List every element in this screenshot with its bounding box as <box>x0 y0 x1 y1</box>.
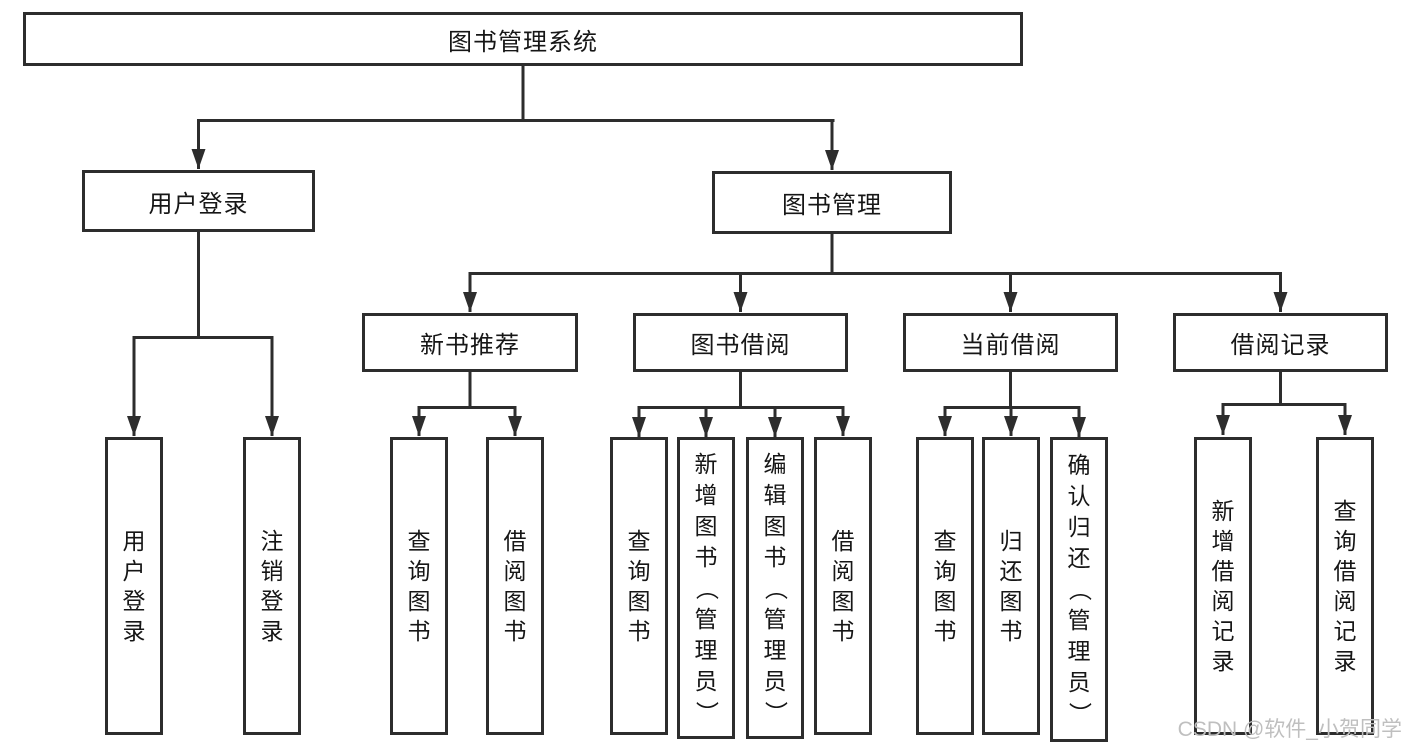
leaf-user-login: 用户登录 <box>105 437 163 735</box>
node-current-borrowing: 当前借阅 <box>903 313 1118 372</box>
leaf-query-borrow-record-label: 查询借阅记录 <box>1333 498 1357 674</box>
leaf-confirm-return-admin-label: 确认归还（管理员） <box>1066 452 1093 725</box>
leaf-return-books: 归还图书 <box>982 437 1040 735</box>
leaf-add-books-admin: 新增图书（管理员） <box>677 437 735 739</box>
leaf-confirm-return-admin: 确认归还（管理员） <box>1050 437 1108 742</box>
leaf-logout-login: 注销登录 <box>243 437 301 735</box>
node-book-borrowing: 图书借阅 <box>633 313 848 372</box>
leaf-return-books-label: 归还图书 <box>999 528 1023 644</box>
leaf-edit-books-admin-label: 编辑图书（管理员） <box>762 450 789 724</box>
node-library-management-system: 图书管理系统 <box>23 12 1023 66</box>
leaf-add-borrow-record-label: 新增借阅记录 <box>1211 498 1235 674</box>
leaf-query-books-current: 查询图书 <box>916 437 974 735</box>
leaf-borrow-books: 借阅图书 <box>814 437 872 735</box>
leaf-borrow-books-label: 借阅图书 <box>831 528 855 644</box>
node-new-book-recommendation: 新书推荐 <box>362 313 578 372</box>
leaf-borrow-books-recommend-label: 借阅图书 <box>503 528 527 644</box>
leaf-query-books-borrow: 查询图书 <box>610 437 668 735</box>
leaf-query-books-recommend: 查询图书 <box>390 437 448 735</box>
csdn-watermark: CSDN @软件_小贺同学 <box>1177 718 1402 741</box>
leaf-query-borrow-record: 查询借阅记录 <box>1316 437 1374 735</box>
node-user-login-module: 用户登录 <box>82 170 315 232</box>
leaf-add-borrow-record: 新增借阅记录 <box>1194 437 1252 735</box>
node-book-management-module: 图书管理 <box>712 171 952 234</box>
leaf-logout-login-label: 注销登录 <box>260 528 284 644</box>
leaf-user-login-label: 用户登录 <box>122 528 146 644</box>
leaf-query-books-current-label: 查询图书 <box>933 528 957 644</box>
leaf-edit-books-admin: 编辑图书（管理员） <box>746 437 804 739</box>
leaf-borrow-books-recommend: 借阅图书 <box>486 437 544 735</box>
node-borrowing-records: 借阅记录 <box>1173 313 1388 372</box>
leaf-add-books-admin-label: 新增图书（管理员） <box>693 450 720 724</box>
leaf-query-books-borrow-label: 查询图书 <box>627 528 651 644</box>
leaf-query-books-recommend-label: 查询图书 <box>407 528 431 644</box>
